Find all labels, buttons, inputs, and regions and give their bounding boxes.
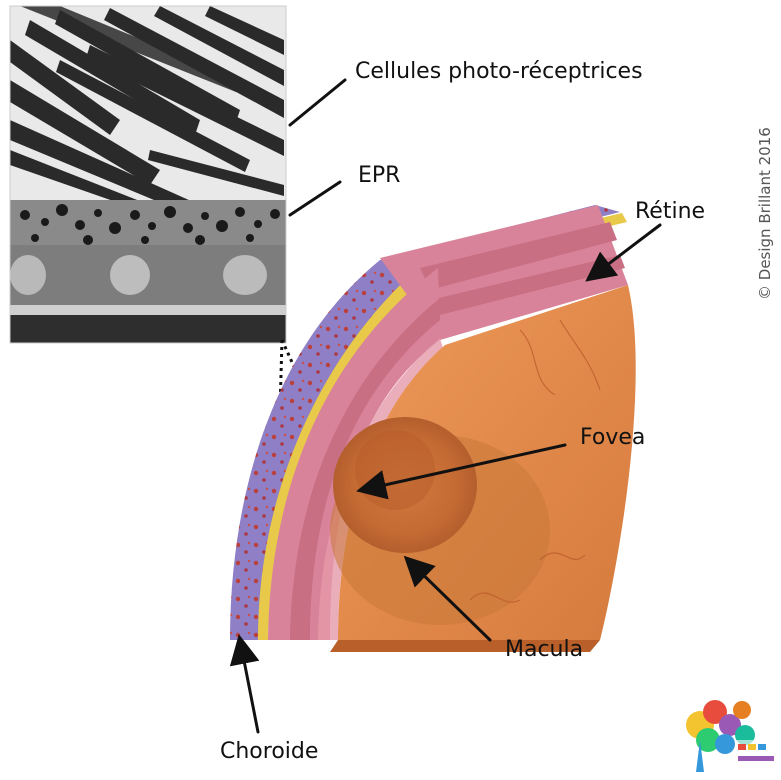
- label-fovea: Fovea: [580, 425, 645, 450]
- label-macula: Macula: [505, 637, 583, 662]
- leader-photoreceptors: [290, 80, 345, 125]
- brand-logo: [686, 700, 779, 772]
- label-epr: EPR: [358, 163, 400, 188]
- copyright-text: © Design Brillant 2016: [756, 127, 774, 300]
- label-retine: Rétine: [635, 199, 705, 224]
- leader-epr: [290, 182, 340, 215]
- label-choroide: Choroide: [220, 739, 318, 764]
- label-photoreceptors: Cellules photo-réceptrices: [355, 59, 643, 84]
- arrow-choroide: [240, 640, 258, 732]
- micrograph-photo: [10, 6, 286, 343]
